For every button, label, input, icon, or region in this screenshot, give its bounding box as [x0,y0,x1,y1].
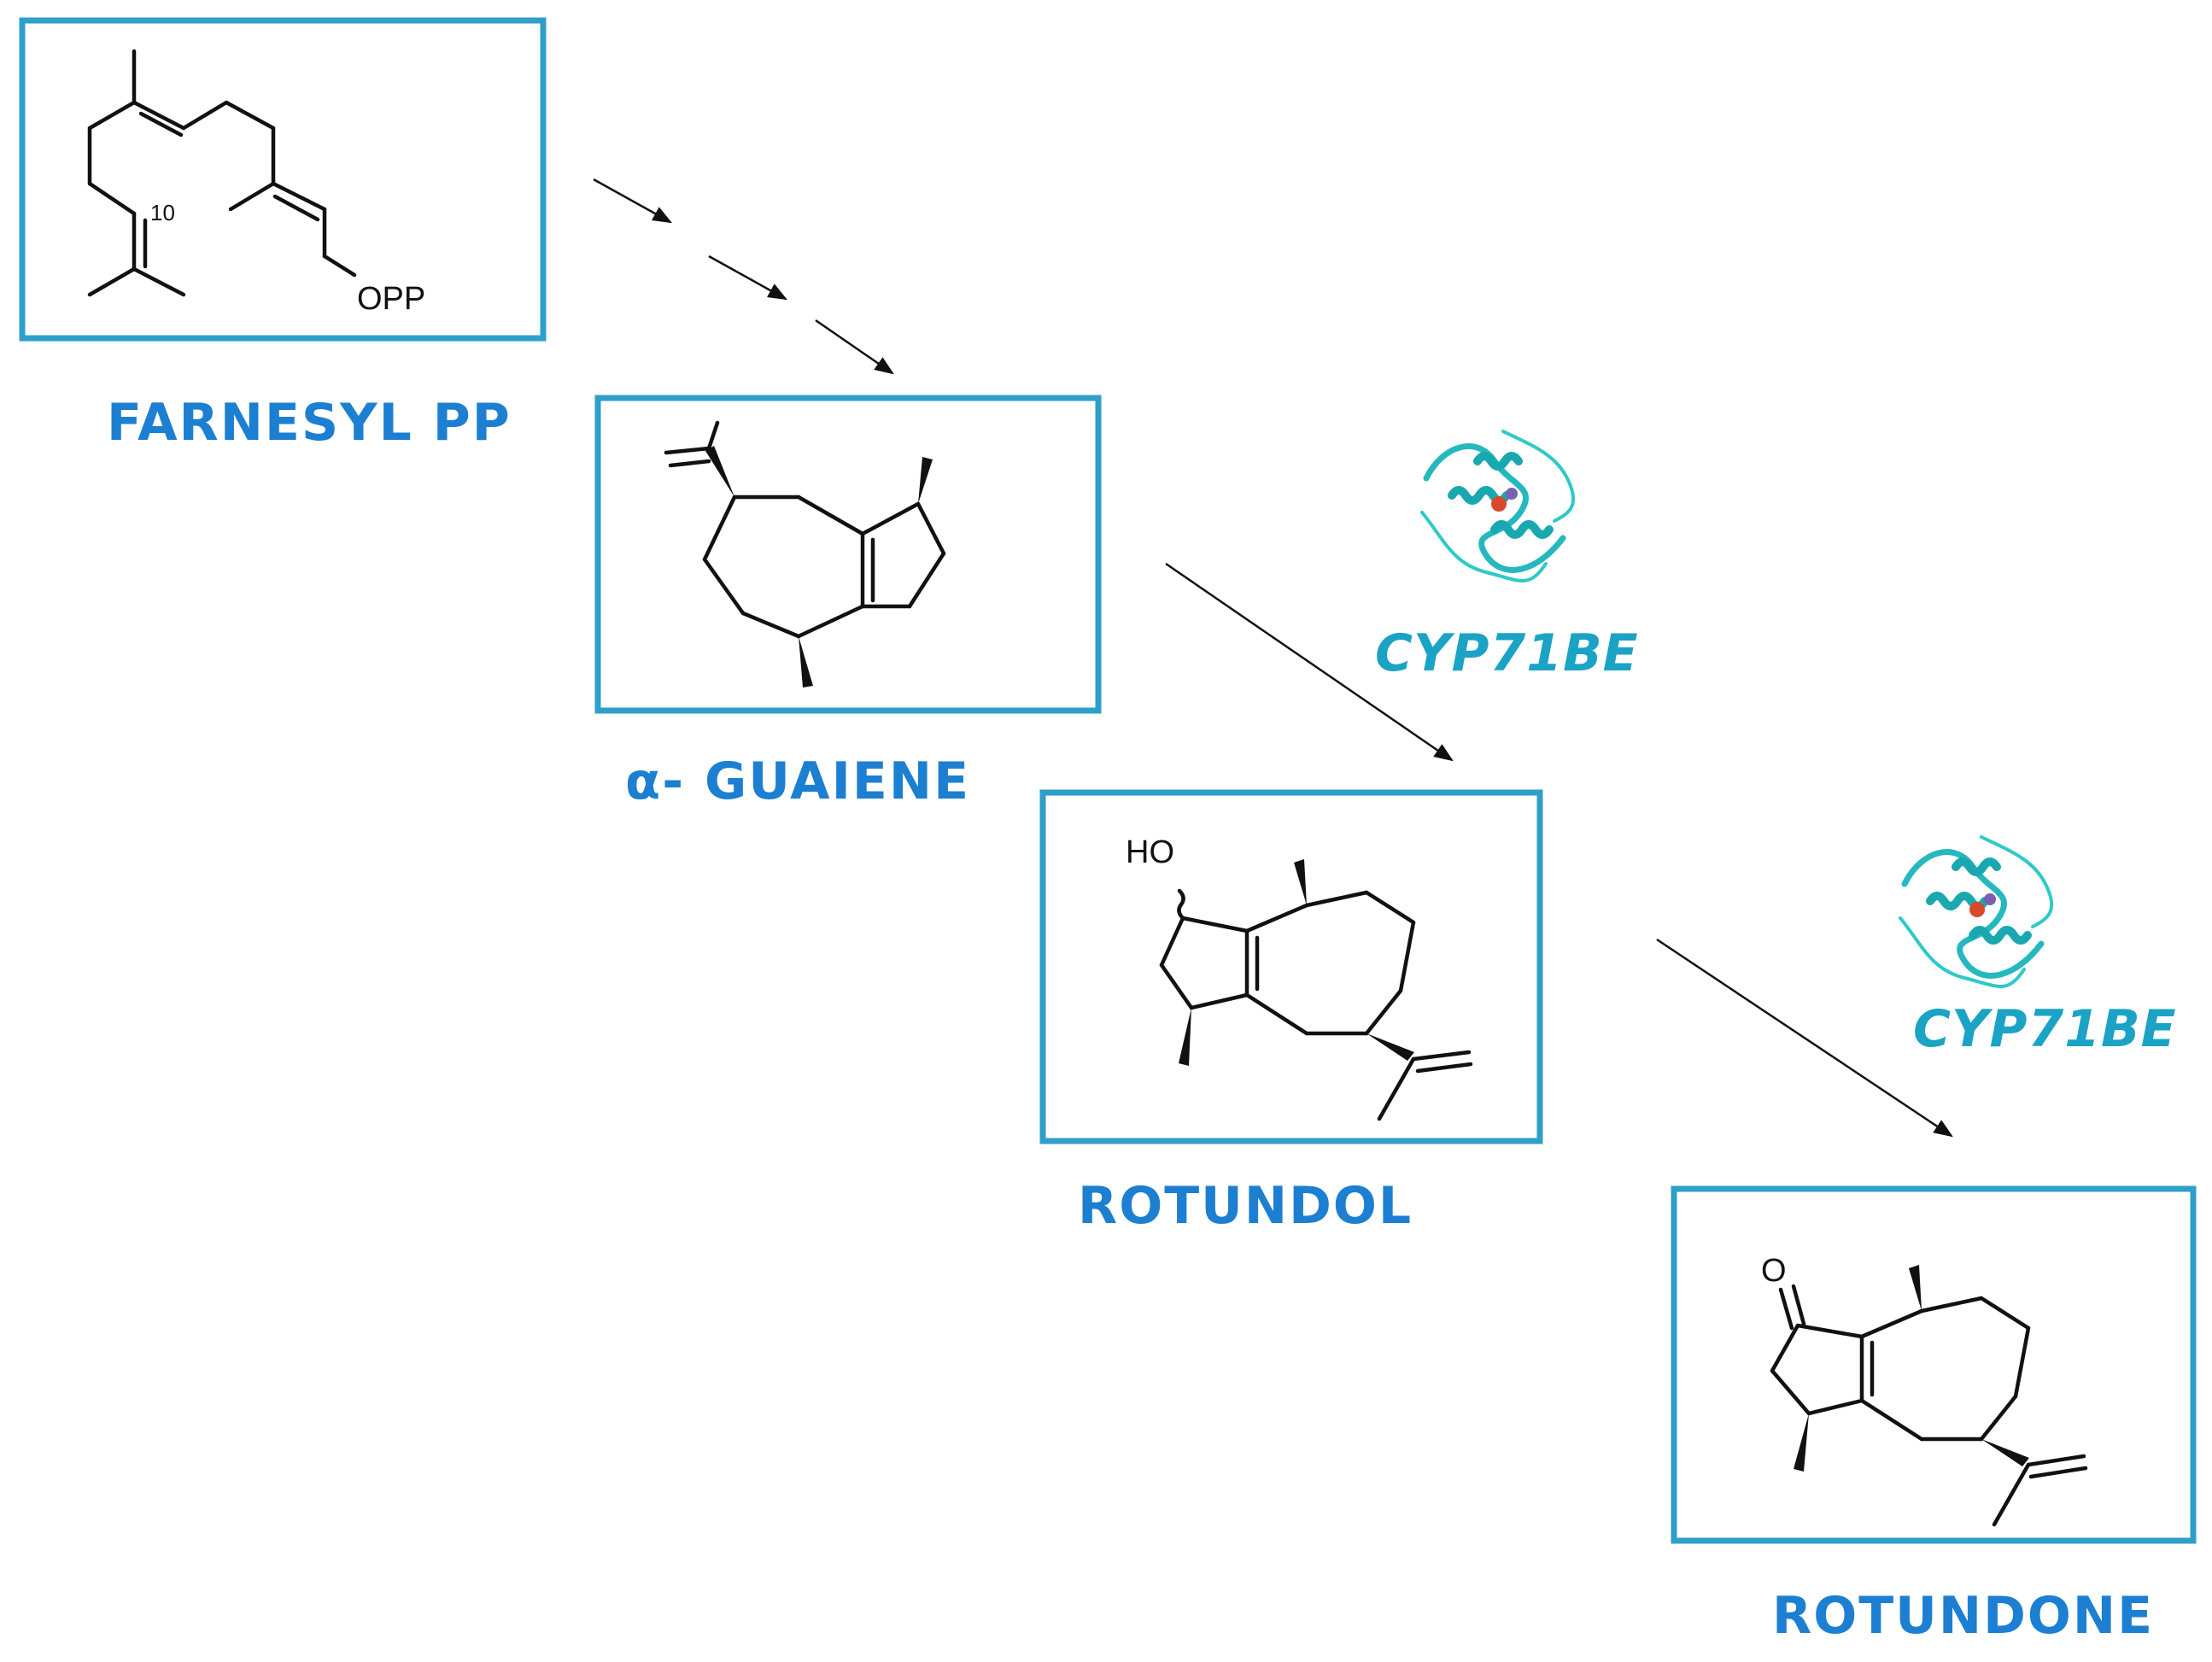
enzyme-label-1: CYP71BE [1375,623,1639,683]
rotundol-label: ROTUNDOL [1078,1176,1413,1236]
alpha-guaiene-label: α- GUAIENE [625,752,970,811]
carbonyl-oxygen-label: O [1761,1253,1787,1289]
alpha-guaiene-box [594,395,1102,714]
protein-structure-icon [1899,835,2054,988]
protein-structure-icon [1420,430,1576,582]
reaction-arrow-1 [1165,562,1454,762]
multistep-arrow [593,178,894,375]
carbon-locant: 10 [150,200,175,225]
alpha-guaiene-structure [594,395,1102,714]
enzyme-label-2: CYP71BE [1913,999,2177,1059]
rotundol-box [1039,789,1543,1144]
rotundone-box [1671,1185,2197,1544]
farnesyl-pp-structure: 10 OPP [19,17,547,342]
rotundone-structure: O [1671,1185,2197,1544]
rotundol-structure: HO [1039,789,1543,1144]
hydroxyl-group-label: HO [1126,834,1174,870]
farnesyl-pp-label: FARNESYL PP [107,393,512,453]
rotundone-label: ROTUNDONE [1772,1586,2154,1646]
reaction-arrow-2 [1656,938,1953,1138]
opp-group-label: OPP [357,281,425,317]
